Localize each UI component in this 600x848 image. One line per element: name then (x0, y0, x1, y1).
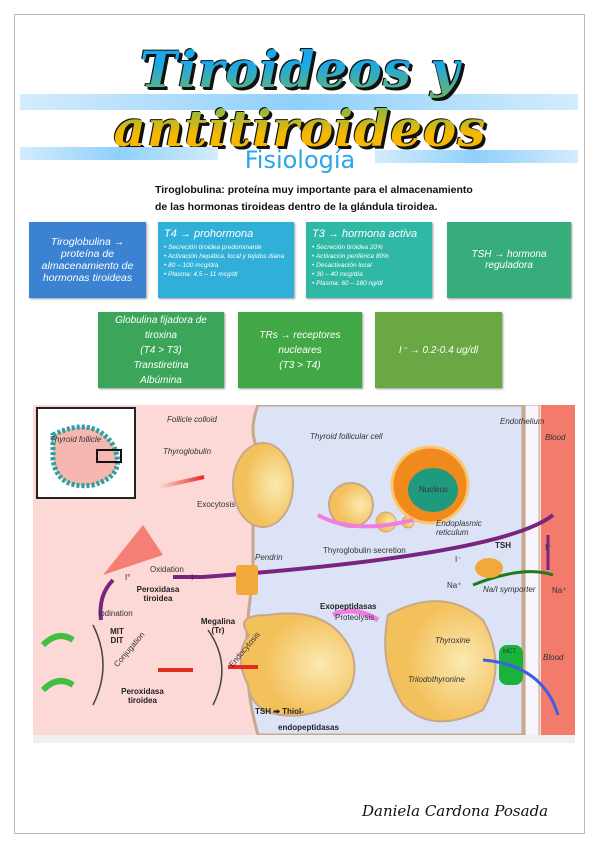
label-peroxidase-1: Peroxidasa tiroidea (136, 585, 180, 603)
author-signature: Daniela Cardona Posada (362, 802, 549, 820)
box-item: 30 – 40 mcg/día (312, 270, 426, 279)
box-item: Activación hepática, local y tejidos dia… (164, 252, 288, 261)
box-line: Globulina fijadora de tiroxina (115, 314, 207, 341)
info-box-iodide: I⁻ → 0.2-0.4 ug/dl (375, 312, 502, 388)
page-border (14, 14, 585, 834)
label-thyroid-follicle: Thyroid follicle (50, 435, 102, 444)
pendrin (236, 565, 258, 595)
label-iodide-blood: I⁻ (545, 543, 552, 552)
box-line: (T3 > T4) (279, 359, 321, 371)
info-box-t3: T3 → hormona activa Secreción tiroidea 2… (306, 222, 432, 298)
thyroid-physiology-diagram: Thyroid follicle Follicle colloid Thyrog… (33, 403, 575, 744)
page-title: Tiroideos y antitiroideos (0, 40, 600, 158)
info-box-tsh: TSH → hormona reguladora (447, 222, 571, 298)
box-heading: T3 → hormona activa (312, 228, 418, 240)
label-symporter: Na/I symporter (483, 585, 536, 594)
box-item: Secreción tiroidea 20% (312, 243, 426, 252)
box-item: Plasma: 4,5 – 11 mcg/dl (164, 270, 288, 279)
label-proteolysis: Proteolysis (335, 613, 375, 622)
label-oxidation: Oxidation (150, 565, 184, 574)
section-title: Fisiología (244, 146, 356, 174)
subtitle-band-right (375, 150, 578, 163)
label-exocytosis: Exocytosis (197, 500, 236, 509)
label-follicle-colloid: Follicle colloid (167, 415, 217, 424)
label-megalina: Megalina (Tr) (200, 617, 236, 635)
label-mit-dit: MIT DIT (110, 627, 124, 645)
endocytosis-vesicle (239, 612, 356, 717)
box-text: Tiroglobulina → proteína de almacenamien… (41, 236, 134, 284)
info-box-trs: TRs → receptores nucleares (T3 > T4) (238, 312, 362, 388)
label-endopeptidases: endopeptidasas (278, 723, 339, 732)
label-endoplasmic-reticulum: Endoplasmic reticulum (436, 519, 482, 537)
box-item: Secreción tiroidea predominante (164, 243, 288, 252)
label-nucleus: Nucleus (419, 485, 448, 494)
label-tsh: TSH (495, 541, 511, 550)
lysosome (384, 600, 497, 723)
label-exopeptidases: Exopeptidasas (320, 602, 377, 611)
box-line: TRs → receptores nucleares (259, 329, 341, 356)
label-follicular-cell: Thyroid follicular cell (310, 432, 383, 441)
label-triiodothyronine: Triiodothyronine (408, 675, 465, 684)
label-thyroxine: Thyroxine (435, 636, 471, 645)
label-iodine: I° (125, 573, 131, 582)
info-box-t4: T4 → prohormona Secreción tiroidea predo… (158, 222, 294, 298)
intro-text: Tiroglobulina: proteína muy importante p… (155, 182, 473, 216)
label-blood-bottom: Blood (543, 653, 564, 662)
label-na-cell: Na⁺ (447, 581, 462, 590)
intro-line: de las hormonas tiroideas dentro de la g… (155, 201, 438, 213)
box-text: TSH → hormona reguladora (471, 249, 547, 271)
title-band (20, 94, 578, 110)
endothelium (524, 404, 540, 744)
info-box-transport-proteins: Globulina fijadora de tiroxina (T4 > T3) T… (98, 312, 224, 388)
box-line: Transtiretina (133, 359, 189, 371)
label-thyroglobulin: Thyroglobulin (163, 447, 212, 456)
info-box-tiroglobulina: Tiroglobulina → proteína de almacenamien… (29, 222, 146, 298)
label-thyroglobulin-secretion: Thyroglobulin secretion (323, 546, 406, 555)
box-item: Plasma: 60 – 180 ng/dl (312, 279, 426, 288)
box-item: 80 – 100 mcg/día (164, 261, 288, 270)
label-pendrin: Pendrin (255, 553, 283, 562)
label-iodination: Iodination (98, 609, 133, 618)
diagram-graphic (33, 403, 575, 744)
label-iodide-colloid: I⁻ (191, 573, 198, 582)
nucleus (408, 468, 458, 512)
box-line: (T4 > T3) (140, 344, 182, 356)
na-i-symporter (475, 558, 503, 578)
box-line: I⁻ → 0.2-0.4 ug/dl (398, 344, 479, 356)
box-item: Activación periférica 80% (312, 252, 426, 261)
label-na-blood: Na⁺ (552, 586, 567, 595)
subtitle-band-left (20, 147, 218, 160)
label-tsh-thiol: TSH ➡ Thiol- (255, 707, 304, 716)
exocytosis-vesicle (232, 442, 294, 528)
label-endothelium: Endothelium (500, 417, 545, 426)
label-mct: MCT (503, 649, 516, 655)
box-heading: T4 → prohormona (164, 228, 254, 240)
label-iodide-cell: I⁻ (455, 555, 462, 564)
box-item: Desactivación local (312, 261, 426, 270)
label-peroxidase-2: Peroxidasa tiroidea (121, 687, 164, 705)
label-blood-top: Blood (545, 433, 566, 442)
box-line: Albúmina (140, 374, 182, 386)
intro-line: Tiroglobulina: proteína muy importante p… (155, 184, 473, 196)
